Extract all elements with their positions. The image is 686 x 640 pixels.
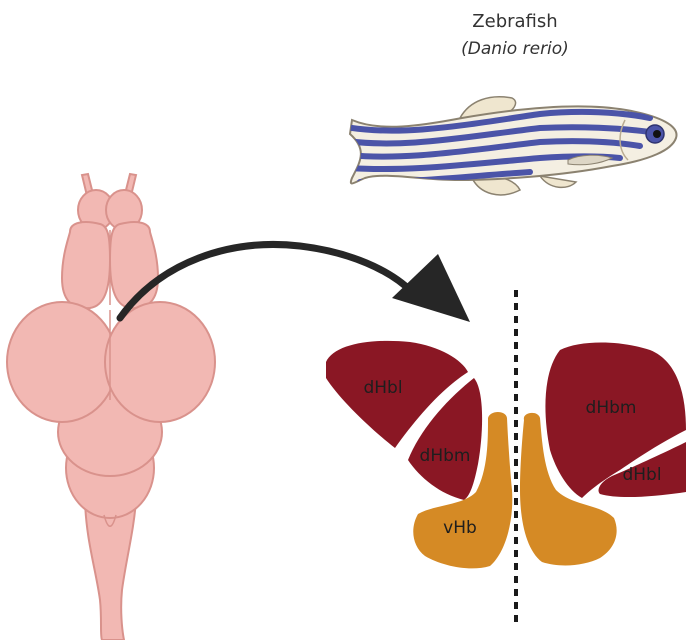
- label-right-dhbm: dHbm: [586, 398, 637, 418]
- species-scientific-name: (Danio rerio): [461, 39, 569, 59]
- label-left-dhbl: dHbl: [363, 378, 402, 398]
- zebrafish-icon: [340, 97, 677, 195]
- species-common-name: Zebrafish: [472, 11, 557, 32]
- label-left-vhb: vHb: [443, 518, 477, 538]
- brain-icon: [7, 174, 215, 640]
- label-left-dhbm: dHbm: [420, 446, 471, 466]
- right-habenula: [520, 343, 686, 566]
- label-right-dhbl: dHbl: [622, 465, 661, 485]
